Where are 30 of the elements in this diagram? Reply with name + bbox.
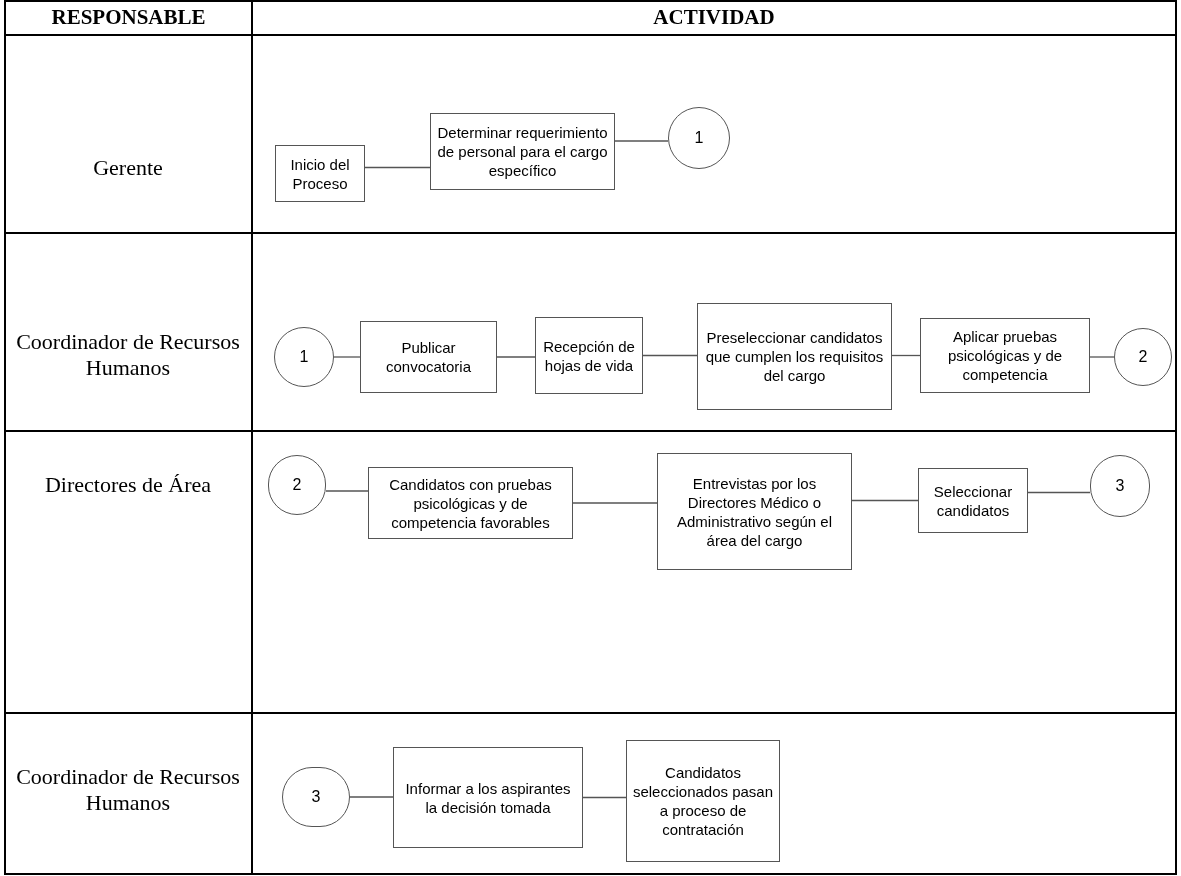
connector-line	[349, 796, 394, 798]
connector-line	[333, 356, 361, 358]
lane-label: Gerente	[93, 155, 163, 181]
process-box: Entrevistas por los Directores Médico o Administrativo según el área del cargo	[657, 453, 852, 570]
connector-line	[325, 490, 369, 492]
connector-line	[572, 502, 658, 504]
process-box: Candidatos con pruebas psicológicas y de competencia favorables	[368, 467, 573, 539]
lane-label: Coordinador de Recursos Humanos	[15, 764, 241, 816]
connector-line	[891, 354, 921, 357]
process-box: Informar a los aspirantes la decisión tomada	[393, 747, 583, 848]
connector-line	[851, 499, 919, 502]
connector-line	[582, 796, 627, 799]
process-box: Inicio del Proceso	[275, 145, 365, 202]
connector-line	[1027, 491, 1091, 494]
connector-line	[642, 354, 698, 357]
process-box: Recepción de hojas de vida	[535, 317, 643, 394]
connector-line	[614, 140, 669, 142]
process-box: Determinar requerimiento de personal para el cargo específico	[430, 113, 615, 190]
connector-line	[364, 166, 431, 169]
lane-label: Coordinador de Recursos Humanos	[15, 329, 241, 381]
lane-label: Directores de Área	[44, 472, 212, 498]
connector-line	[1089, 356, 1115, 358]
process-box: Publicar convocatoria	[360, 321, 497, 393]
column-header: ACTIVIDAD	[652, 4, 776, 31]
process-box: Preseleccionar candidatos que cumplen los requisitos del cargo	[697, 303, 892, 410]
process-box: Aplicar pruebas psicológicas y de competencia	[920, 318, 1090, 393]
process-box: Candidatos seleccionados pasan a proceso de contratación	[626, 740, 780, 862]
column-header: RESPONSABLE	[50, 4, 207, 31]
process-box: Seleccionar candidatos	[918, 468, 1028, 533]
connector-line	[496, 356, 536, 358]
